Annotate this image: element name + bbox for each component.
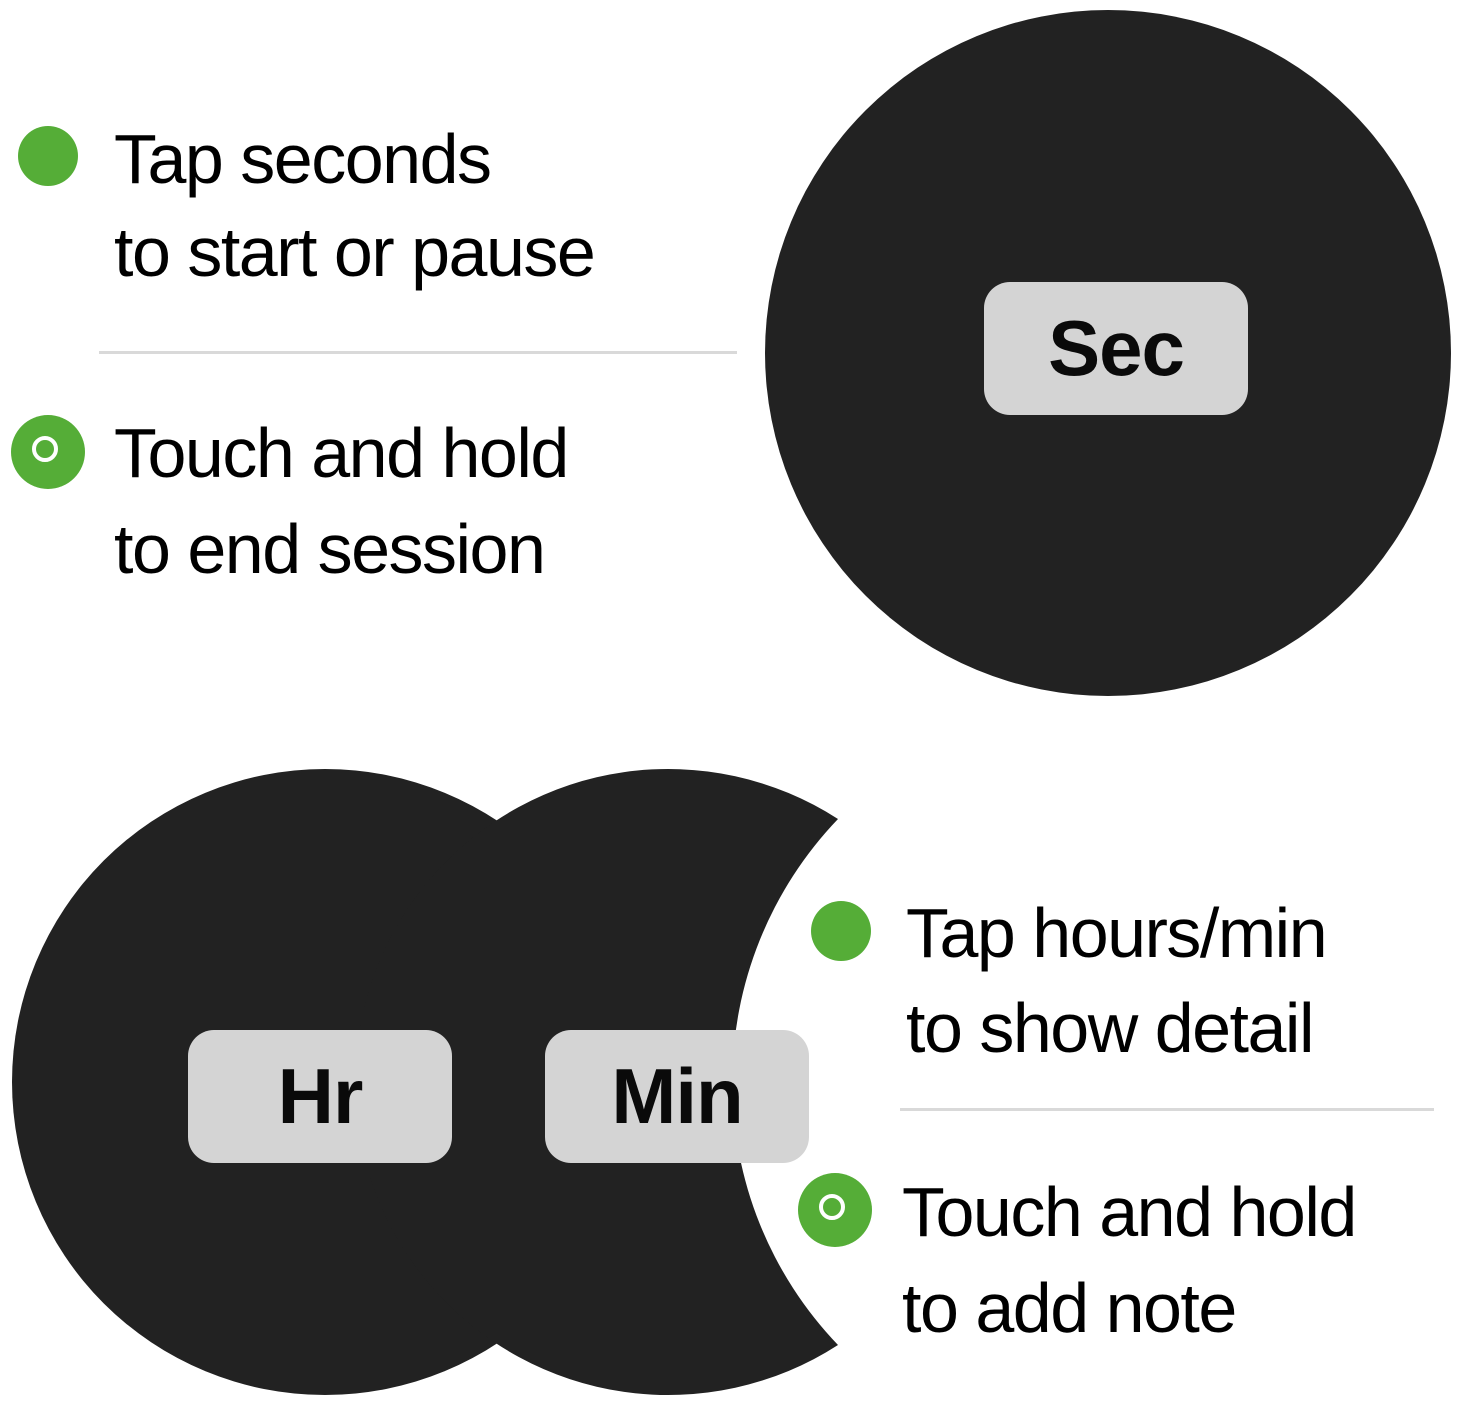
seconds-hold-line1: Touch and hold — [114, 414, 569, 492]
hold-indicator-icon — [11, 415, 85, 489]
hourmin-tap-line1: Tap hours/min — [906, 894, 1328, 972]
hourmin-divider — [900, 1108, 1434, 1111]
tap-indicator-icon — [18, 126, 78, 186]
hourmin-hold-line2: to add note — [902, 1269, 1237, 1347]
hourmin-hold-line1: Touch and hold — [902, 1173, 1357, 1251]
hourmin-tap-line2: to show detail — [906, 989, 1315, 1067]
seconds-divider — [99, 351, 737, 354]
hold-indicator-icon — [798, 1173, 872, 1247]
seconds-tap-line2: to start or pause — [114, 213, 596, 291]
hours-key[interactable]: Hr — [188, 1030, 452, 1163]
minutes-key[interactable]: Min — [545, 1030, 809, 1163]
tap-indicator-icon — [811, 901, 871, 961]
seconds-hold-line2: to end session — [114, 510, 546, 588]
seconds-key[interactable]: Sec — [984, 282, 1248, 415]
seconds-tap-line1: Tap seconds — [114, 120, 492, 198]
